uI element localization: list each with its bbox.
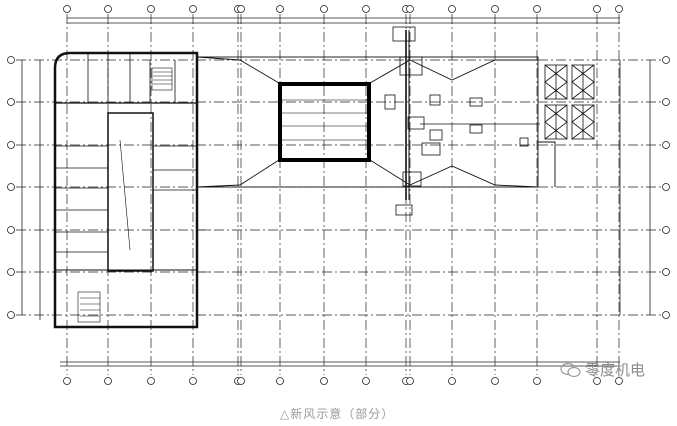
axis-bubble	[662, 311, 670, 319]
watermark: 零度机电	[560, 359, 645, 380]
axis-bubble	[63, 5, 71, 13]
axis-bubble	[63, 377, 71, 385]
floor-plan-drawing	[7, 5, 670, 385]
axis-bubble	[533, 5, 541, 13]
hvac-equipment	[384, 26, 540, 216]
axis-bubble	[7, 98, 15, 106]
axis-bubble	[7, 311, 15, 319]
cooling-unit-hatch	[544, 64, 568, 100]
axis-bubble	[7, 141, 15, 149]
axis-bubble	[237, 5, 245, 13]
axis-bubble	[189, 377, 197, 385]
axis-bubble	[662, 56, 670, 64]
cooling-unit-hatch	[544, 104, 568, 140]
wing-outer-dim	[197, 229, 210, 273]
axis-bubble	[7, 56, 15, 64]
axis-bubble	[533, 377, 541, 385]
axis-bubble	[237, 377, 245, 385]
axis-bubble	[491, 5, 499, 13]
left-wing	[53, 51, 199, 329]
axis-bubble	[615, 5, 623, 13]
axis-bubble	[7, 226, 15, 234]
axis-bubble	[189, 5, 197, 13]
cooling-unit-hatch	[571, 64, 595, 100]
axis-bubble	[491, 377, 499, 385]
figure-caption: △新风示意（部分）	[280, 407, 395, 421]
axis-bubble	[7, 183, 15, 191]
axis-bubble	[147, 5, 155, 13]
axis-bubble	[406, 5, 414, 13]
axis-bubble	[593, 377, 601, 385]
atrium-opening	[278, 82, 371, 162]
axis-bubble	[362, 5, 370, 13]
axis-bubble	[593, 5, 601, 13]
axis-bubble	[320, 5, 328, 13]
cooling-tower-units	[544, 64, 595, 140]
axis-bubble	[104, 377, 112, 385]
stair-hatching	[80, 71, 172, 317]
watermark-text: 零度机电	[585, 361, 646, 379]
axis-bubble	[147, 377, 155, 385]
axis-bubble	[662, 183, 670, 191]
axis-bubble	[406, 377, 414, 385]
axis-bubbles	[7, 5, 670, 385]
axis-bubble	[276, 5, 284, 13]
axis-bubble	[662, 268, 670, 276]
axis-bubble	[662, 141, 670, 149]
wechat-icon	[560, 362, 581, 377]
axis-bubble	[615, 377, 623, 385]
roof-area	[196, 56, 556, 188]
axis-bubble	[104, 5, 112, 13]
axis-bubble	[448, 377, 456, 385]
axis-bubble	[320, 377, 328, 385]
axis-bubble	[7, 268, 15, 276]
axis-bubble	[448, 5, 456, 13]
axis-bubble	[662, 98, 670, 106]
axis-bubble	[362, 377, 370, 385]
dimension-lines	[21, 17, 651, 367]
cooling-unit-hatch	[571, 104, 595, 140]
axis-bubble	[662, 226, 670, 234]
axis-bubble	[276, 377, 284, 385]
axis-grid	[16, 14, 662, 375]
